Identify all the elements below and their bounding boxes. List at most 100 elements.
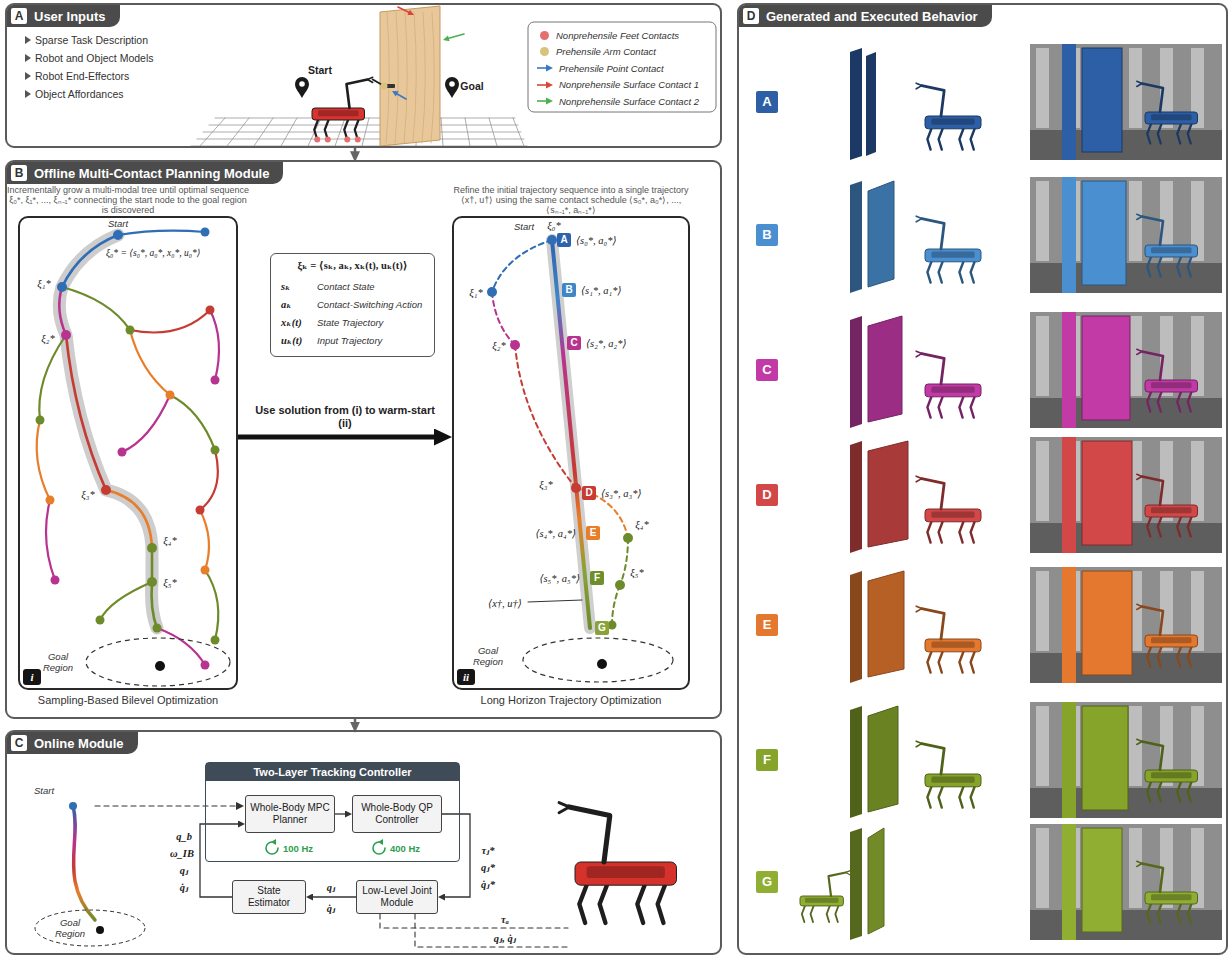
legend-row: Nonprehensile Surface Contact 1 [536, 77, 699, 94]
module-panel: AUser InputsSparse Task DescriptionRobot… [5, 3, 722, 148]
drawing [515, 345, 576, 488]
drawing [868, 181, 894, 287]
behavior-badge: E [756, 614, 778, 636]
drawing [415, 914, 568, 947]
signal-name: τₐ [501, 914, 509, 925]
schedule-tag: F [590, 571, 604, 585]
signal-name: qⱼ [180, 864, 189, 876]
drawing [1151, 894, 1192, 900]
signal-name: qⱼ* [481, 861, 495, 873]
edge-label: Use solution from (i) to warm-start (ii) [255, 404, 435, 430]
stage-caption: Sampling-Based Bilevel Optimization [38, 694, 218, 706]
drawing [623, 533, 633, 543]
drawing [931, 118, 974, 124]
drawing [802, 906, 805, 922]
signal-name: q̇ⱼ* [481, 878, 495, 890]
legend-text: Nonprehensile Feet Contacts [556, 30, 679, 41]
legend-row: Prehensile Arm Contact [536, 44, 699, 61]
annotation: Goal Region [53, 917, 87, 939]
drawing [118, 448, 127, 457]
drawing [1177, 257, 1181, 277]
drawing [314, 137, 320, 143]
drawing [925, 639, 981, 652]
connector [354, 148, 357, 155]
drawing [850, 571, 862, 683]
behavior-badge: F [756, 749, 778, 771]
drawing [959, 129, 963, 150]
drawing [1142, 864, 1163, 893]
drawing [201, 228, 210, 237]
legend-text: Nonprehensile Surface Contact 2 [559, 96, 699, 107]
drawing [69, 802, 77, 810]
drawing [86, 638, 230, 686]
drawing [1142, 352, 1163, 381]
drawing [850, 181, 862, 293]
connector [311, 896, 356, 897]
drawing [1137, 474, 1142, 479]
drawing [1062, 177, 1076, 293]
drawing [927, 129, 931, 150]
drawing [1147, 517, 1151, 537]
drawing [1151, 247, 1192, 253]
drawing [868, 441, 908, 547]
annotation: Goal [460, 80, 483, 92]
badge-letter: C [756, 359, 778, 381]
math-label: ξ₄* [163, 535, 176, 546]
stage-description: Incrementally grow a multi-modal tree un… [6, 185, 250, 215]
signal-name: q_b [176, 831, 192, 842]
drawing [1082, 48, 1122, 152]
drawing [927, 262, 931, 283]
symbol: aₖ [281, 298, 292, 310]
drawing [925, 509, 981, 522]
connector [335, 813, 347, 814]
drawing [344, 137, 350, 143]
process-box: State Estimator [232, 880, 306, 914]
drawing [392, 91, 399, 97]
drawing [931, 511, 974, 517]
symbol-meaning: State Trajectory [317, 317, 383, 328]
panel-tab: DGenerated and Executed Behavior [739, 5, 992, 27]
drawing [959, 787, 963, 808]
drawing [850, 48, 862, 160]
badge-letter: E [756, 614, 778, 636]
drawing [939, 522, 943, 543]
math-label: ξ₅* [163, 577, 176, 588]
drawing [922, 609, 944, 639]
drawing [1147, 392, 1151, 412]
drawing [587, 866, 665, 878]
drawing [211, 636, 220, 645]
drawing [1188, 124, 1192, 144]
drawing [1030, 177, 1222, 293]
math-label: ⟨s₄*, a₄*⟩ [535, 527, 576, 539]
drawing [922, 744, 944, 774]
badge-letter: D [756, 484, 778, 506]
drawing [151, 548, 154, 582]
drawing [200, 510, 209, 570]
drawing [397, 94, 406, 99]
drawing [939, 652, 943, 673]
drawing [1188, 392, 1192, 412]
drawing [1030, 702, 1222, 818]
tag-letter: G [595, 621, 609, 635]
badge-letter: F [756, 749, 778, 771]
drawing [971, 129, 975, 150]
drawing [1145, 770, 1198, 782]
annotation: Start [514, 221, 534, 232]
drawing [1158, 257, 1162, 277]
drawing [528, 600, 582, 602]
drawing [939, 129, 943, 150]
drawing [1158, 904, 1162, 924]
drawing [925, 384, 981, 397]
drawing [1147, 904, 1151, 924]
schedule-tag: E [586, 526, 600, 540]
drawing [66, 335, 106, 490]
drawing [1142, 217, 1163, 246]
legend-text: Nonprehensile Surface Contact 1 [559, 79, 699, 90]
drawing [122, 395, 170, 452]
annotation: Start [34, 785, 54, 796]
symbol: xₖ(t) [281, 316, 302, 328]
drawing [922, 354, 944, 384]
drawing [1082, 441, 1132, 545]
drawing [271, 839, 276, 845]
drawing [57, 282, 67, 292]
